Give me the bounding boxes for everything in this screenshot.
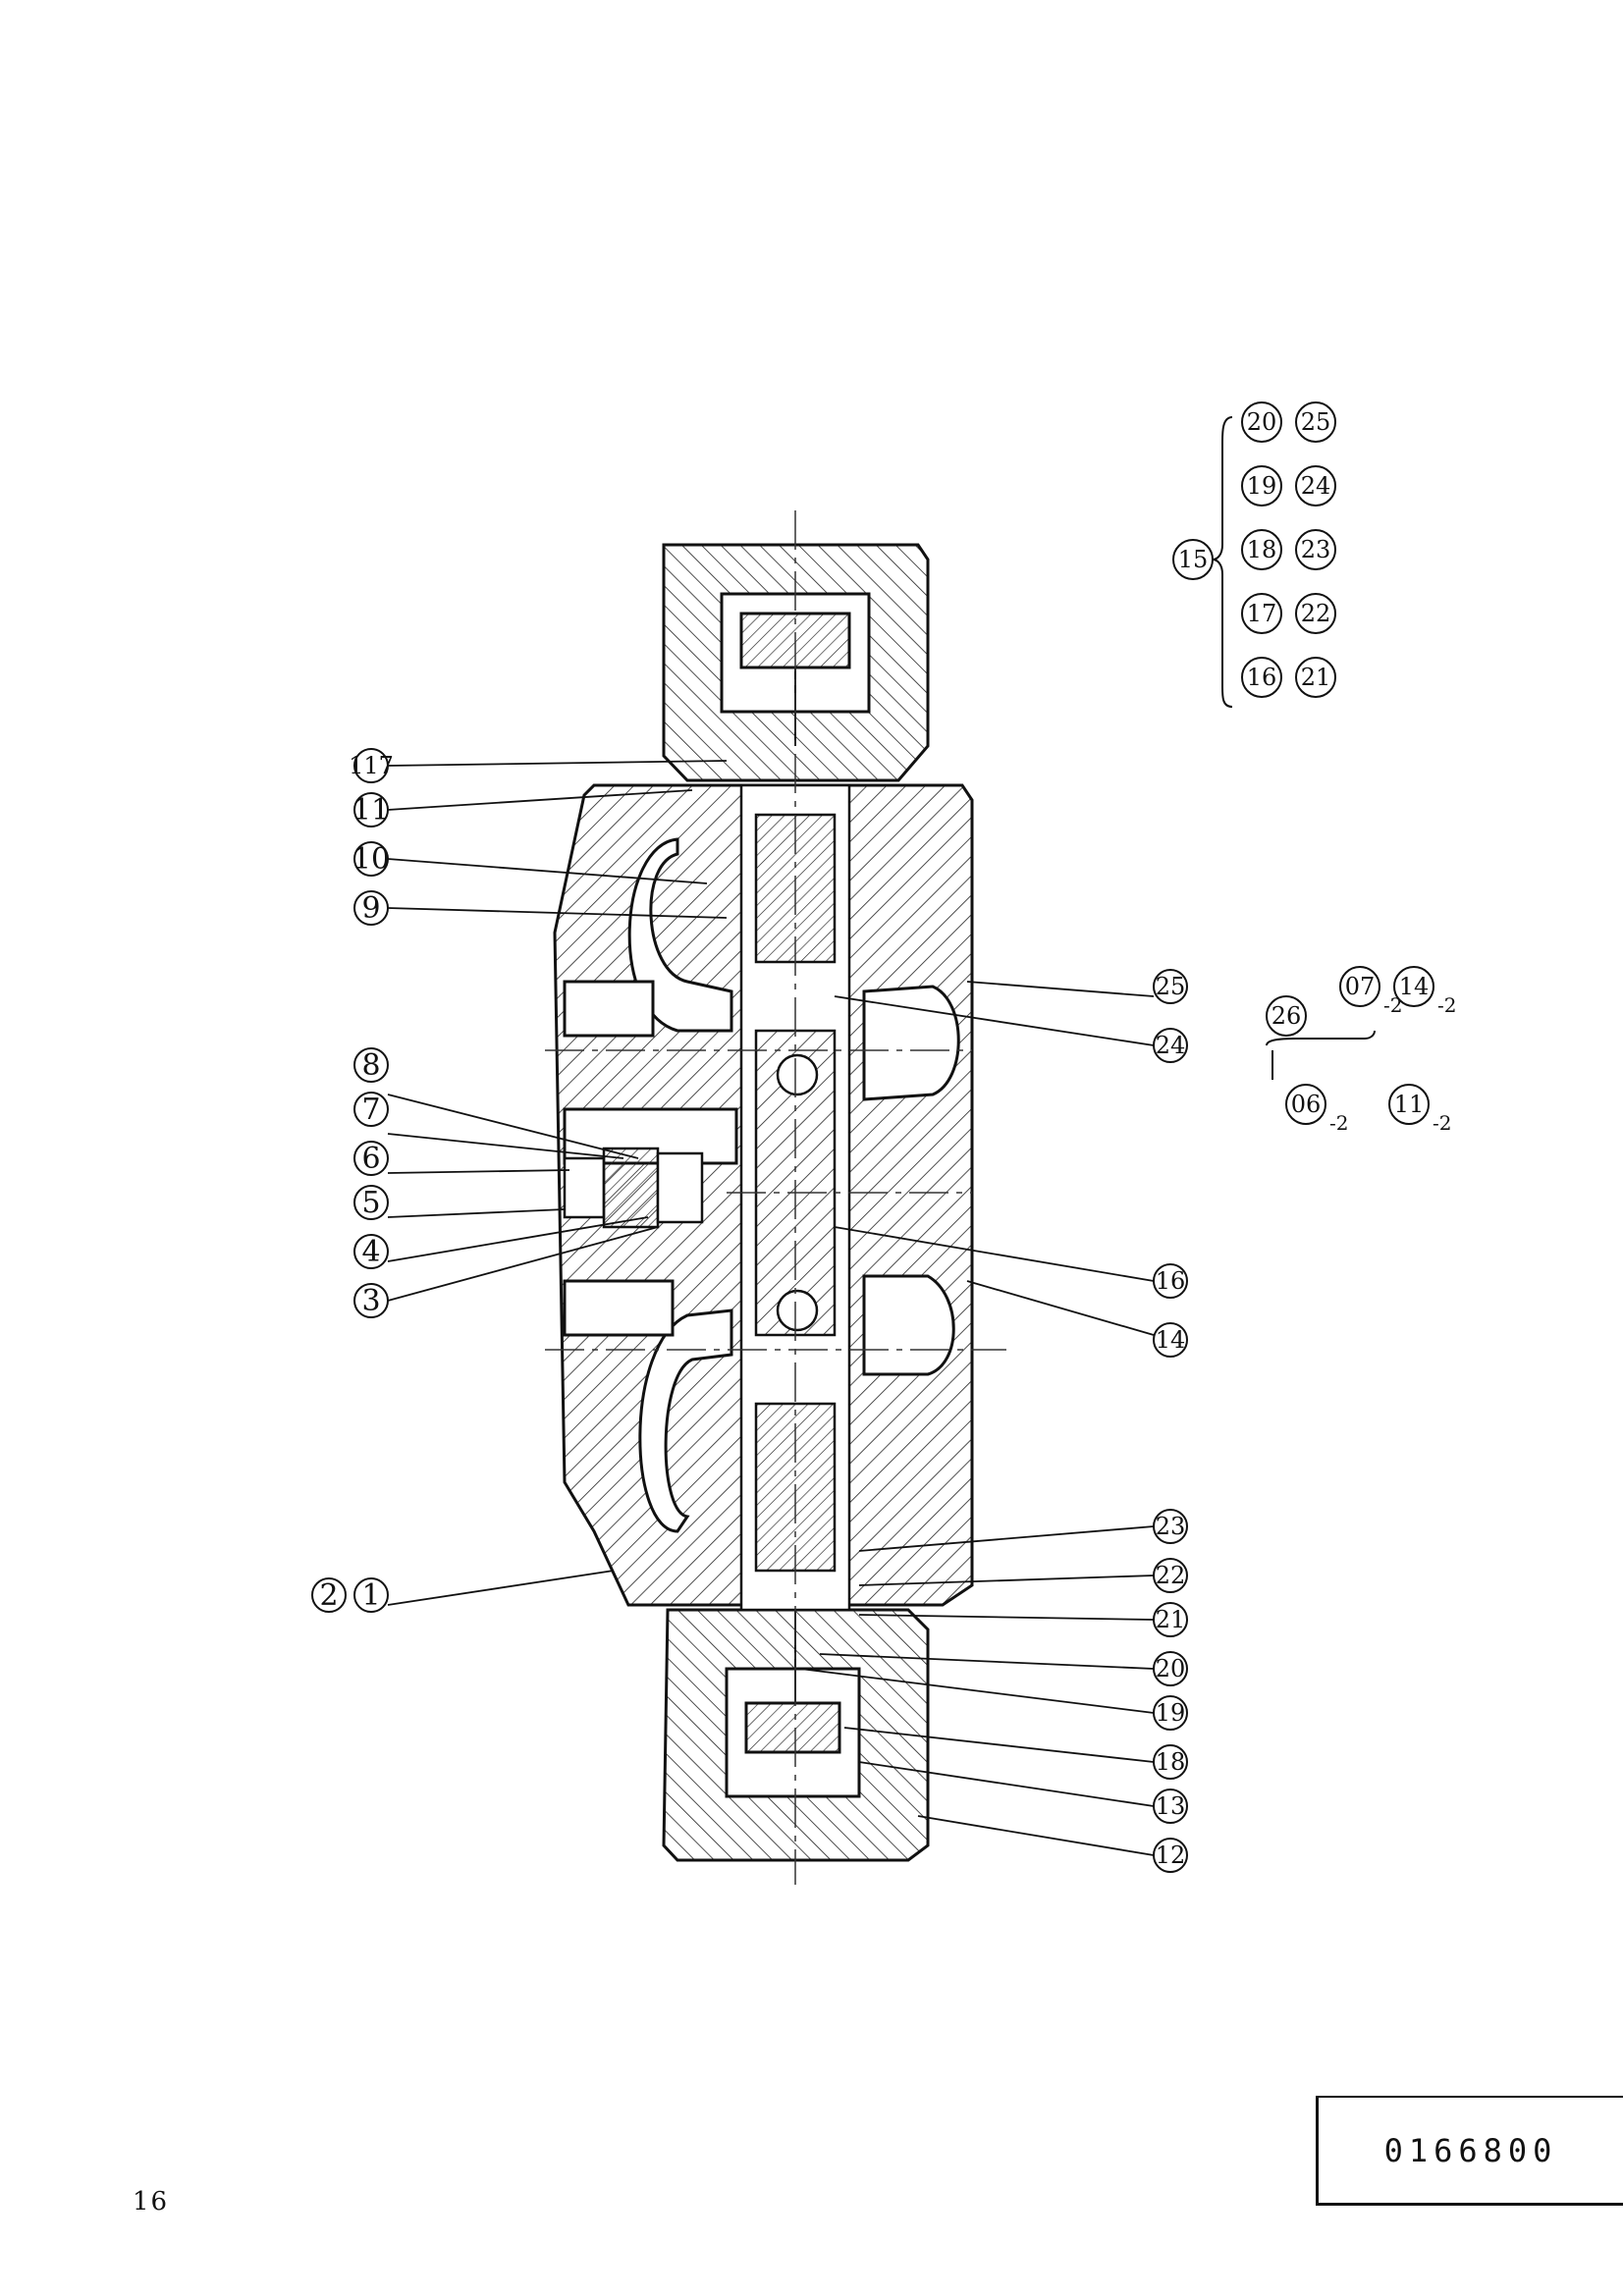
callout-2: 2 — [311, 1577, 347, 1613]
svg-text:15: 15 — [1178, 546, 1209, 573]
callout-24: 24 — [1153, 1028, 1188, 1063]
callout-4: 4 — [353, 1234, 389, 1269]
legend-26-item-suffix: -2 — [1437, 993, 1456, 1017]
legend-15: 15 16 17 18 19 20 21 22 23 24 25 — [1172, 401, 1336, 708]
callout-8: 8 — [353, 1047, 389, 1083]
svg-text:14: 14 — [1156, 1326, 1186, 1354]
legend-15-item-label: 21 — [1301, 664, 1331, 691]
legend-15-item-22: 22 — [1295, 593, 1336, 634]
callout-21: 21 — [1153, 1602, 1188, 1637]
svg-text:3: 3 — [361, 1284, 380, 1318]
legend-26-item-07: 07-2 — [1339, 966, 1402, 1017]
legend-15-item-16: 16 — [1241, 657, 1282, 698]
callout-22: 22 — [1153, 1558, 1188, 1593]
centerlines — [545, 510, 1006, 1885]
callout-18: 18 — [1153, 1744, 1188, 1780]
callout-14: 14 — [1153, 1322, 1188, 1358]
page-number: 16 — [133, 2187, 170, 2216]
legend-15-item-label: 18 — [1247, 536, 1277, 563]
svg-text:20: 20 — [1156, 1655, 1186, 1682]
legend-26-item-label: 14 — [1399, 973, 1430, 1000]
legend-26: 26 06 -2 07-2 11 -2 14 -2 — [1266, 966, 1456, 1135]
legend-26-item-suffix: -2 — [1329, 1111, 1348, 1135]
svg-text:16: 16 — [1156, 1267, 1186, 1295]
callout-12: 12 — [1153, 1838, 1188, 1873]
svg-text:5: 5 — [361, 1186, 380, 1220]
leader-lines — [387, 760, 1155, 1856]
legend-15-item-25: 25 — [1295, 401, 1336, 443]
legend-26-item-06: 06 -2 — [1285, 1084, 1348, 1135]
svg-text:12: 12 — [1156, 1842, 1186, 1869]
left-callouts: 117 11 10 9 8 7 6 5 4 3 1 2 — [311, 748, 394, 1613]
svg-text:24: 24 — [1156, 1032, 1186, 1059]
legend-15-item-23: 23 — [1295, 529, 1336, 570]
legend-26-item-label: 11 — [1394, 1091, 1425, 1118]
svg-text:26: 26 — [1271, 1002, 1302, 1030]
legend-15-item-21: 21 — [1295, 657, 1336, 698]
legend-26-item-11: 11 -2 — [1388, 1084, 1451, 1135]
svg-text:7: 7 — [361, 1093, 380, 1127]
svg-text:10: 10 — [352, 842, 390, 877]
legend-15-item-18: 18 — [1241, 529, 1282, 570]
callout-7: 7 — [353, 1092, 389, 1127]
legend-15-item-label: 20 — [1247, 408, 1277, 436]
legend-15-item-label: 23 — [1301, 536, 1331, 563]
callout-117: 117 — [349, 748, 394, 783]
legend-15-parent: 15 — [1172, 539, 1214, 580]
svg-text:8: 8 — [361, 1048, 380, 1083]
svg-text:6: 6 — [361, 1142, 380, 1176]
callout-25: 25 — [1153, 969, 1188, 1004]
legend-15-item-24: 24 — [1295, 465, 1336, 507]
svg-text:13: 13 — [1156, 1792, 1186, 1820]
legend-15-item-label: 22 — [1301, 600, 1331, 627]
svg-text:23: 23 — [1156, 1513, 1186, 1540]
callout-20: 20 — [1153, 1651, 1188, 1686]
legend-26-item-suffix: -2 — [1433, 1111, 1451, 1135]
callout-16: 16 — [1153, 1263, 1188, 1299]
lower-end-cap — [662, 1608, 930, 1862]
right-callouts: 25 24 16 14 23 22 21 20 19 18 13 12 — [1153, 969, 1188, 1873]
svg-text:11: 11 — [352, 793, 390, 828]
callout-11: 11 — [352, 792, 390, 828]
callout-5: 5 — [353, 1185, 389, 1220]
svg-text:1: 1 — [361, 1578, 380, 1613]
callout-13: 13 — [1153, 1789, 1188, 1824]
svg-text:117: 117 — [349, 752, 394, 779]
legend-15-item-label: 24 — [1301, 472, 1331, 500]
svg-text:22: 22 — [1156, 1562, 1186, 1589]
legend-26-item-label: 06 — [1291, 1091, 1322, 1118]
legend-15-item-20: 20 — [1241, 401, 1282, 443]
legend-26-parent: 26 — [1266, 995, 1307, 1037]
legend-15-item-17: 17 — [1241, 593, 1282, 634]
svg-text:9: 9 — [361, 891, 380, 926]
legend-26-item-label: 07 — [1345, 973, 1376, 1000]
callout-10: 10 — [352, 841, 390, 877]
legend-15-item-label: 19 — [1247, 472, 1277, 500]
svg-text:18: 18 — [1156, 1748, 1186, 1776]
document-number: 0166800 — [1383, 2131, 1558, 2169]
legend-15-item-19: 19 — [1241, 465, 1282, 507]
svg-text:25: 25 — [1156, 973, 1186, 1000]
svg-text:19: 19 — [1156, 1699, 1186, 1727]
callout-23: 23 — [1153, 1509, 1188, 1544]
legend-15-item-label: 16 — [1247, 664, 1277, 691]
callout-9: 9 — [353, 890, 389, 926]
callout-1: 1 — [353, 1577, 389, 1613]
legend-26-item-14: 14 -2 — [1393, 966, 1456, 1017]
svg-text:21: 21 — [1156, 1606, 1186, 1633]
callout-19: 19 — [1153, 1695, 1188, 1731]
callout-3: 3 — [353, 1283, 389, 1318]
legend-15-item-label: 25 — [1301, 408, 1331, 436]
callout-6: 6 — [353, 1141, 389, 1176]
side-fitting — [563, 1147, 704, 1229]
document-number-box: 0166800 — [1316, 2096, 1623, 2206]
svg-text:2: 2 — [319, 1578, 338, 1613]
svg-text:4: 4 — [361, 1235, 380, 1269]
legend-15-item-label: 17 — [1247, 600, 1277, 627]
